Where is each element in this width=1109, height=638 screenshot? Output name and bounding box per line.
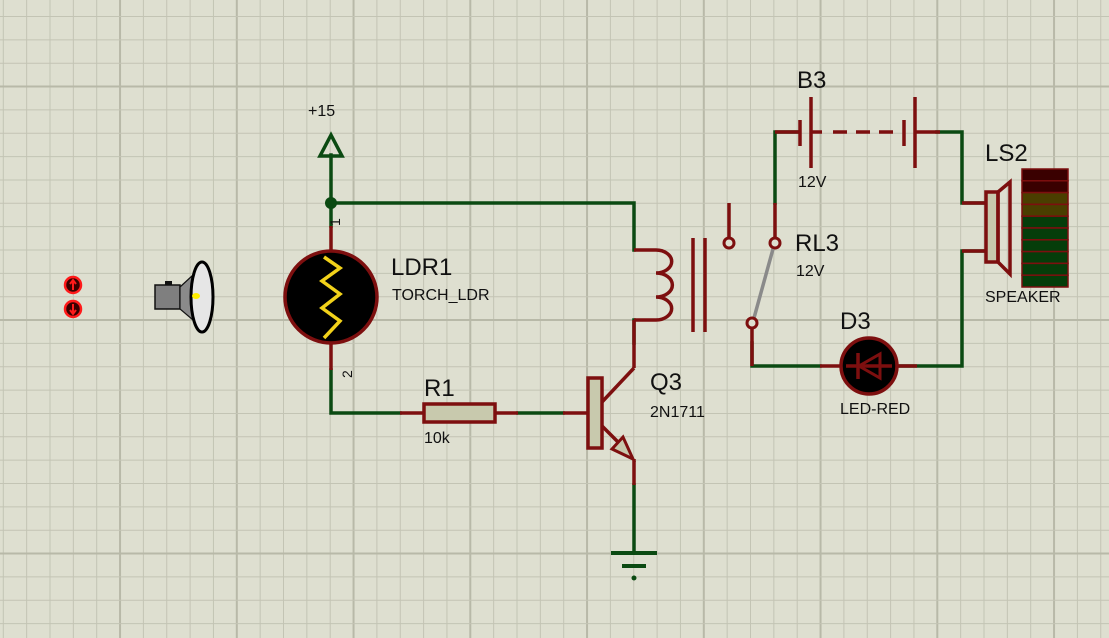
logic-probe-down-icon[interactable] — [63, 299, 83, 319]
speaker-level-bar — [1021, 227, 1069, 241]
ldr-value: TORCH_LDR — [392, 287, 490, 304]
led-value: LED-RED — [840, 401, 910, 418]
speaker-level-bar — [1021, 191, 1069, 206]
wire-vcc-to-relay-coil — [329, 201, 636, 252]
speaker-level-bar — [1021, 250, 1069, 265]
relay-value: 12V — [796, 263, 825, 280]
resistor-component[interactable] — [400, 402, 518, 424]
speaker-ref: LS2 — [985, 140, 1028, 167]
relay-ref: RL3 — [795, 230, 839, 257]
speaker-level-bar — [1021, 274, 1069, 288]
power-label: +15 — [308, 103, 335, 120]
battery-ref: B3 — [797, 67, 826, 94]
speaker-component[interactable] — [962, 178, 1012, 279]
ground-symbol[interactable] — [611, 551, 657, 581]
logic-probe-up-icon[interactable] — [63, 275, 83, 295]
ldr-pin2-label: 2 — [339, 370, 355, 378]
transistor-component[interactable] — [563, 343, 637, 485]
resistor-ref: R1 — [424, 375, 455, 402]
relay-coil[interactable] — [632, 238, 707, 343]
battery-value: 12V — [798, 174, 827, 191]
ldr-pin1-label: 1 — [327, 218, 343, 226]
transistor-ref: Q3 — [650, 369, 682, 396]
torch-icon[interactable] — [154, 260, 215, 334]
ldr-component[interactable]: 1 2 — [283, 218, 379, 378]
speaker-level-bar — [1021, 180, 1069, 194]
speaker-level-bar — [1021, 203, 1069, 217]
speaker-level-meter — [1021, 168, 1069, 288]
speaker-level-bar — [1021, 262, 1069, 276]
battery-component[interactable] — [775, 97, 940, 168]
wire-speaker-to-led — [898, 249, 987, 368]
wire-battery-to-speaker — [935, 130, 987, 205]
speaker-level-bar — [1021, 168, 1069, 182]
junction-dot — [325, 197, 337, 209]
speaker-level-bar — [1021, 215, 1069, 229]
led-ref: D3 — [840, 308, 871, 335]
wire-relay-com-to-battery — [773, 130, 799, 205]
power-terminal[interactable]: +15 — [308, 103, 345, 205]
relay-switch[interactable] — [722, 203, 782, 366]
wire-relay-no-to-led — [750, 341, 822, 368]
speaker-level-bar — [1021, 239, 1069, 253]
speaker-value: SPEAKER — [985, 289, 1061, 306]
wire-ldr-to-r1 — [329, 368, 402, 415]
led-component[interactable] — [820, 336, 917, 396]
resistor-value: 10k — [424, 430, 451, 447]
ldr-ref: LDR1 — [391, 254, 452, 281]
transistor-value: 2N1711 — [650, 404, 705, 421]
